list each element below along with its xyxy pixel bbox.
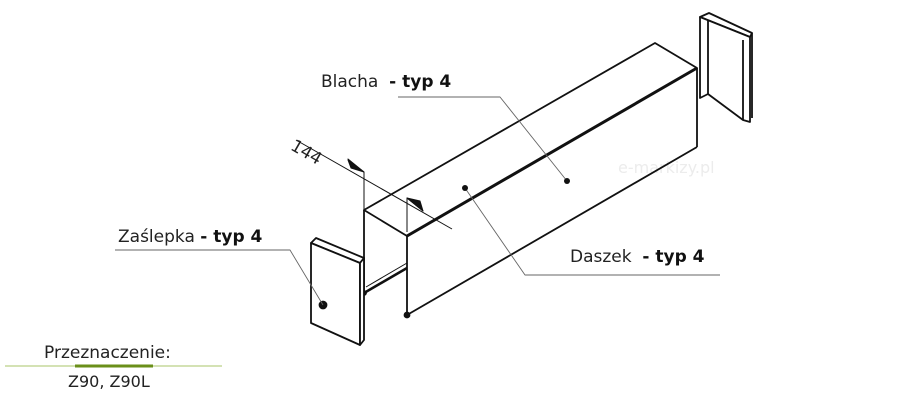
label-daszek: Daszek - typ 4: [570, 247, 705, 267]
purpose-title: Przeznaczenie:: [44, 343, 171, 363]
leader-lines: [115, 96, 720, 306]
purpose-models: Z90, Z90L: [68, 372, 150, 391]
daszek-shape: [361, 42, 698, 319]
dimension-144: [295, 139, 453, 232]
watermark: e-markizy.pl: [618, 158, 715, 177]
zaslepka-shape: [310, 237, 365, 346]
label-zaslepka: Zaślepka - typ 4: [118, 227, 263, 247]
right-cap-shape: [699, 12, 753, 123]
label-blacha: Blacha - typ 4: [321, 72, 452, 92]
